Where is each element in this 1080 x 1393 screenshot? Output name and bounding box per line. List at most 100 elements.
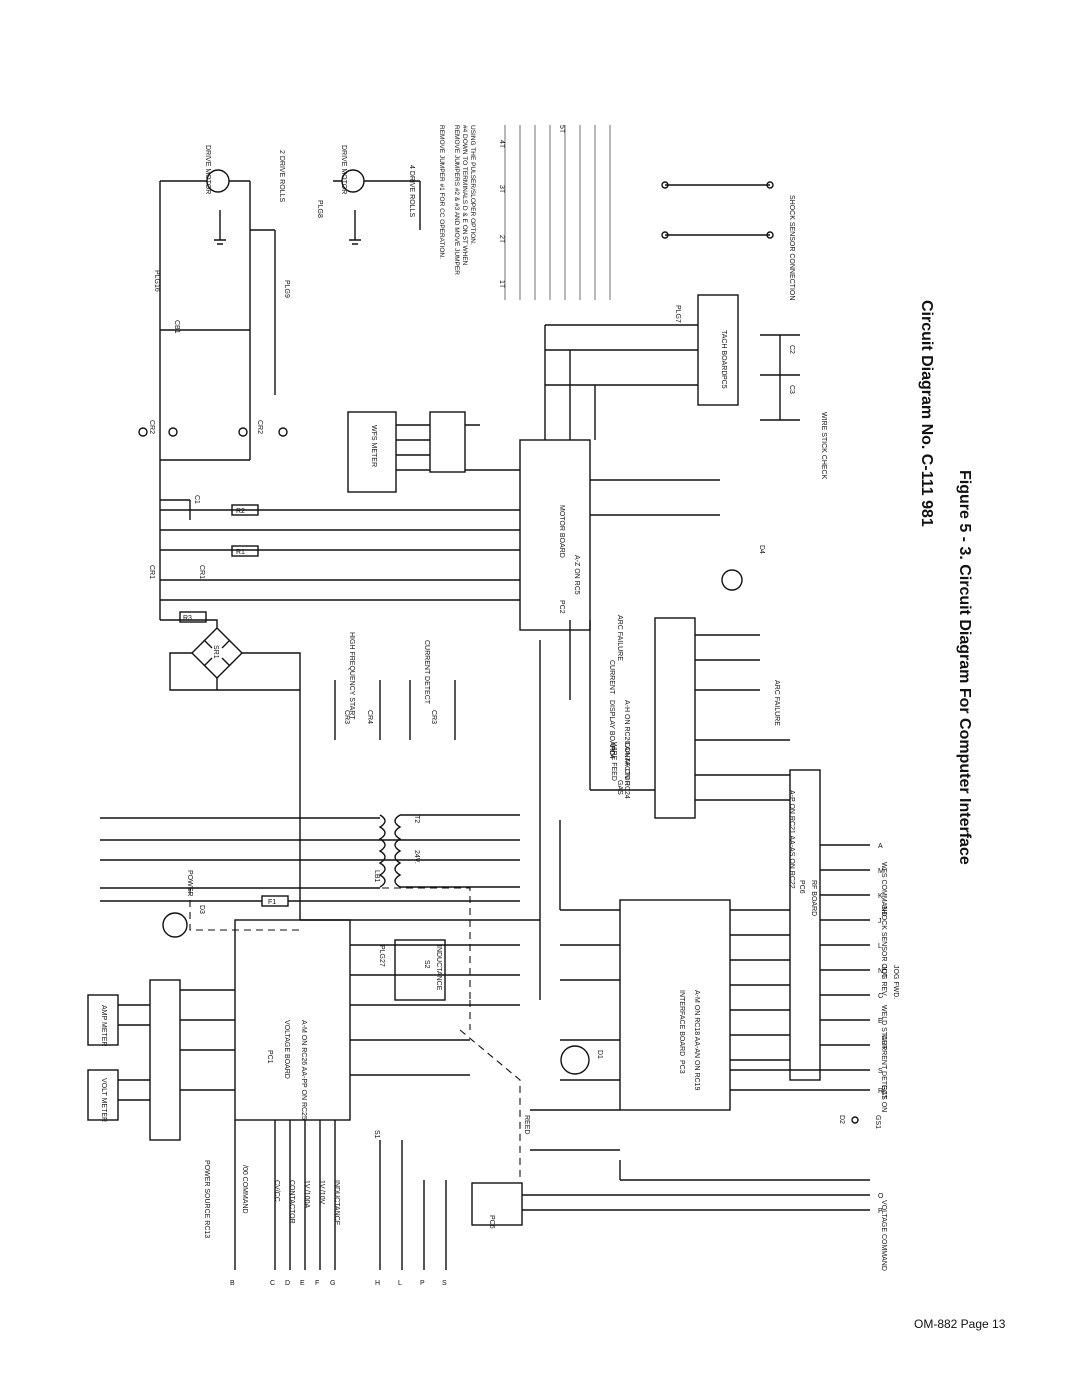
lb1-label: LB1 [373,870,380,883]
pc4-out-current: CURRENT [608,660,615,695]
strip-2t: 2T [498,235,505,244]
rt-r-pin: R [878,1088,883,1095]
amp-meter-label: AMP METER [100,1005,107,1047]
sr1-bridge: SR1 [160,619,301,920]
plg9-label: PLG9 [283,280,290,298]
plg7-label: PLG7 [674,305,681,323]
power-source-label: POWER SOURCE RC13 [203,1160,210,1238]
r1-label: R1 [236,549,245,556]
rt-a-label: WFS COMMAND [880,862,887,916]
pc2-conn: A-Z ON RC5 [573,555,580,595]
pc4-display-board: PC4 DISPLAY BOARD A-H ON RC20 AA-AF ON R… [608,545,790,819]
lt-f-pin: F [315,1280,319,1287]
r1-resistor [231,545,259,557]
cb1-label: CB1 [173,320,180,334]
pc6-rf-board: PC6 RF BOARD A-P ON RC21 AA-AS ON RC22 [788,769,821,1081]
rt-c-pin: C [878,993,883,1000]
pc4-name: DISPLAY BOARD [608,700,615,756]
d4-label: D4 [758,545,765,554]
pc3-conn: A-M ON RC18 AA-AN ON RC19 [693,990,700,1090]
relay-cr3-cr4: CR3 CR4 CR3 HIGH FREQUENCY START CURRENT… [334,632,456,740]
volt-meter-label: VOLT METER [100,1078,107,1122]
right-terminal-strip: A WFS COMMAND M K SHOCK SENSOR OUT J L J… [730,843,899,1271]
lt-b-pin: B [230,1280,235,1287]
c2-label: C2 [788,345,795,354]
shock-sensor: SHOCK SENSOR CONNECTION [661,181,795,300]
pc4-conn: A-H ON RC20 AA-AF ON RC24 [623,700,630,799]
strip-4t: 4T [498,140,505,149]
rt-o-pin: O [878,1193,884,1200]
pc6-conn: A-P ON RC21 AA-AS ON RC22 [788,790,795,889]
figure-caption: Figure 5 - 3. Circuit Diagram For Comput… [956,470,973,865]
current-detect-label: CURRENT DETECT [423,640,430,705]
rt-e-label: CURRENT DETECT [880,1035,887,1100]
rt-s-label: GAS ON [880,1085,887,1112]
plg16-label: PLG16 [153,270,160,292]
pc2-label: PC2 [558,600,565,614]
pc3-name: INTERFACE BOARD [678,990,685,1056]
c1-label: C1 [193,495,200,504]
s2-label: S2 [423,960,430,969]
pc1-conn: A-M ON RC26 AA-PP ON RC25 [300,1020,307,1120]
t2-label: T2 [413,815,420,823]
f1-label: F1 [268,899,276,906]
lt-d-pin: D [285,1280,290,1287]
cr2-label-1: CR2 [148,420,155,434]
rt-m-pin: M [878,868,884,875]
wfs-meter-group: WFS METER [347,411,520,493]
strip-3t: 3T [498,185,505,194]
arc-failure-label: ARC FAILURE [773,680,780,726]
drive-rolls-2-label: 2 DRIVE ROLLS [278,150,285,202]
pc6-label: PC6 [798,880,805,894]
d2-label: D2 [838,1115,845,1124]
note-3: #4 DOWN TO TERMINALS D & E ON 5T WHEN [461,125,468,266]
cr3-label-2: CR3 [430,710,437,724]
strip-5t: 5T [558,125,565,134]
rt-p-pin: P [878,1208,883,1215]
pc5-label: PC5 [720,375,727,389]
pc5-name: TACH BOARD [720,330,727,375]
s2-name: INDUCTANCE [435,945,442,991]
cr4-label: CR4 [366,710,373,724]
drive-motor-section: DRIVE MOTOR DRIVE MOTOR 2 DRIVE ROLLS 4 … [153,145,421,395]
wfs-meter [347,411,397,493]
pc2-name: MOTOR BOARD [558,505,565,558]
r3-label: R3 [183,615,192,622]
pc4-out-arc-failure: ARC FAILURE [616,615,623,661]
lt-l-pin: L [398,1280,402,1287]
note-2: REMOVE JUMPERS #2 & #3 AND MOVE JUMPER [453,125,460,275]
pc1-label: PC1 [266,1050,273,1064]
pc5-tach-board: PC5 TACH BOARD PLG7 C2 C3 WIRE STICK CHE… [544,294,827,480]
gs1-label: GS1 [874,1115,881,1129]
notes-block: REMOVE JUMPER #1 FOR CC OPERATION. REMOV… [438,125,611,300]
pc1-voltage-board: PC1 VOLTAGE BOARD A-M ON RC26 AA-PP ON R… [162,905,520,1121]
lt-e-label: 1V./100A [303,1180,310,1208]
rt-n-label: JOG FWD. [892,965,899,999]
meters: AMP METER VOLT METER [87,979,235,1141]
wfs-meter-label: WFS METER [370,425,377,467]
rt-l-label: JOG REV. [880,965,887,997]
lt-e-pin: E [300,1280,305,1287]
rt-k-pin: K [878,893,883,900]
drive-motor-label: DRIVE MOTOR [204,145,211,194]
r3-resistor [179,611,207,623]
plg27-label: PLG27 [378,945,385,967]
pc6-name: RF BOARD [810,880,817,916]
diagram-title: Circuit Diagram No. C-111 981 [918,300,935,527]
lt-f-label: 1V./10V. [318,1180,325,1206]
lt-g-label: INDUCTANCE [333,1180,340,1226]
drive-motor-label-2: DRIVE MOTOR [340,145,347,194]
left-terminal-strip: POWER SOURCE RC13 B /00 COMMAND C CV/CC … [203,1120,447,1287]
lt-h-pin: H [375,1280,380,1287]
rt-s-pin: S [878,1068,883,1075]
note-4: USING THE PULSER/SLOPER OPTION. [469,125,476,245]
rt-c-label: WELD START [880,1005,887,1050]
power-label: POWER [186,870,193,896]
wire-stick-check: WIRE STICK CHECK [820,412,827,480]
pc6-bottom-label: PC6 [488,1215,495,1229]
rt-k-label: SHOCK SENSOR OUT [880,905,887,979]
amp-meter [87,994,119,1046]
plg8-label: PLG8 [316,200,323,218]
s1-label: S1 [373,1130,380,1139]
